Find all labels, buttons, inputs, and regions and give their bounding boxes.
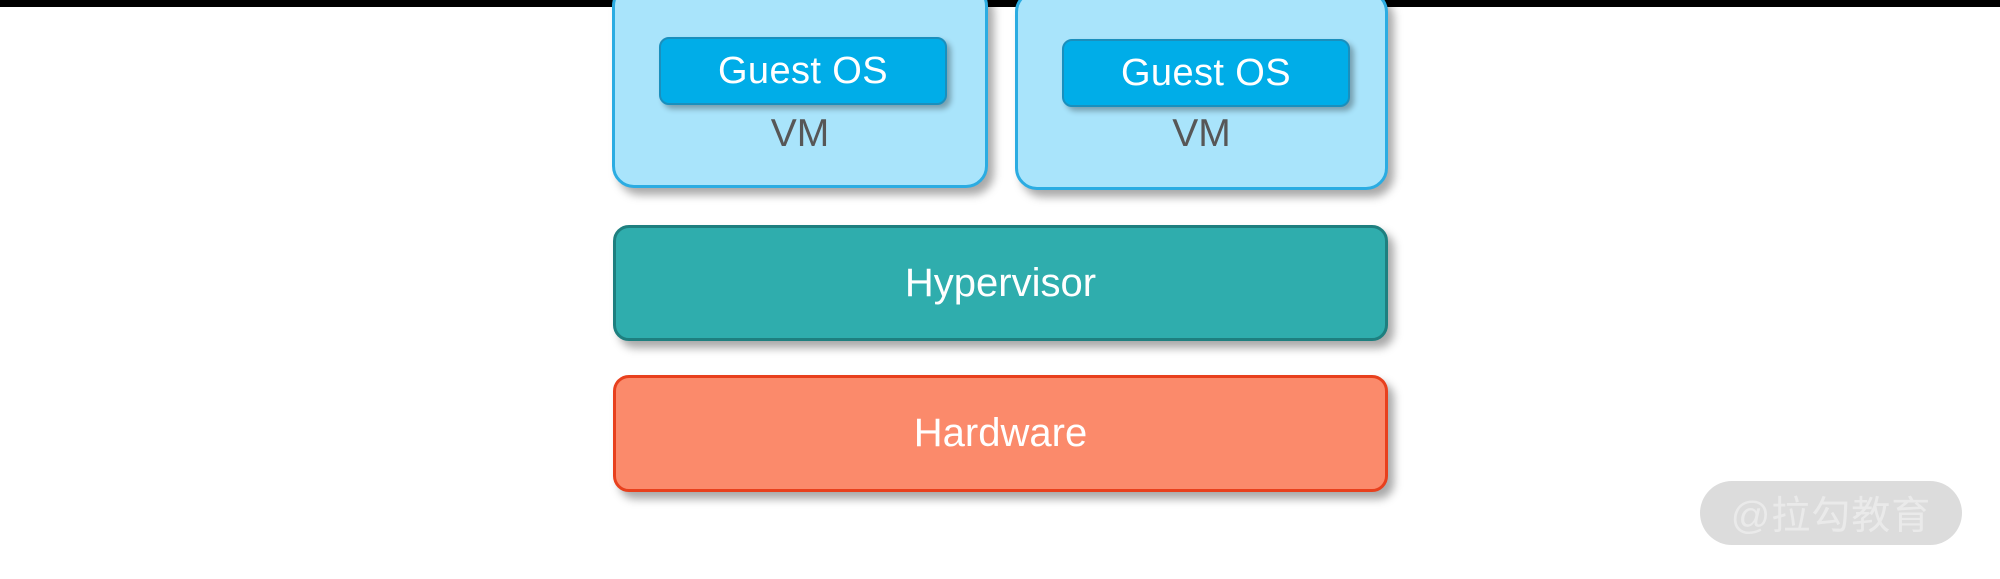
- guest-os-box-left[interactable]: Guest OS: [659, 37, 947, 105]
- vm-box-left[interactable]: Guest OS VM: [612, 0, 988, 188]
- watermark-badge: @拉勾教育: [1700, 481, 1962, 545]
- guest-os-box-right[interactable]: Guest OS: [1062, 39, 1350, 107]
- hardware-box[interactable]: Hardware: [613, 375, 1388, 492]
- vm-label-left: VM: [770, 112, 830, 155]
- hypervisor-box[interactable]: Hypervisor: [613, 225, 1388, 341]
- vm-box-right[interactable]: Guest OS VM: [1015, 0, 1388, 190]
- top-black-bar: [0, 0, 2000, 7]
- vm-label-right: VM: [1172, 112, 1231, 155]
